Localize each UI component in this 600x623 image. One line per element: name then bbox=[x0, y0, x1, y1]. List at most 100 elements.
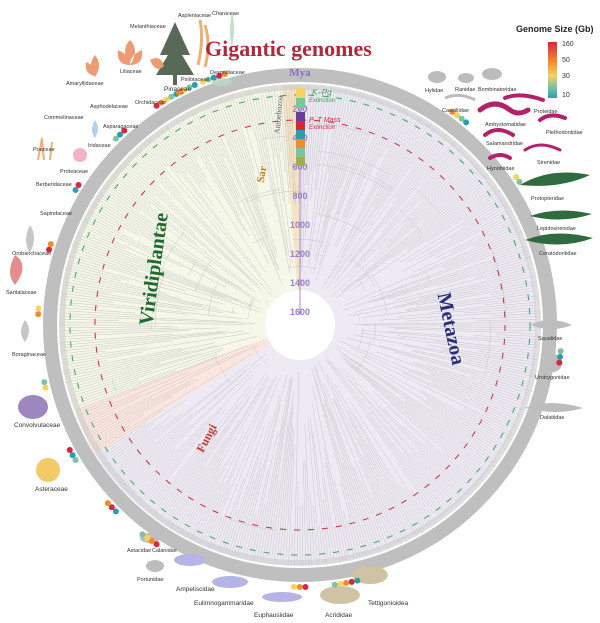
tree-branch bbox=[76, 261, 101, 269]
tree-branch bbox=[474, 335, 539, 340]
ptm-sublabel: Extinction bbox=[309, 125, 336, 131]
tree-branch bbox=[179, 120, 246, 232]
tree-branch bbox=[362, 119, 409, 207]
tree-branch bbox=[262, 135, 288, 140]
tree-branch bbox=[279, 90, 290, 204]
tree-branch bbox=[344, 361, 483, 476]
genome-size-dot bbox=[221, 71, 228, 78]
tree-branch bbox=[66, 326, 173, 329]
tree-branch bbox=[326, 85, 333, 128]
tree-branch bbox=[377, 117, 420, 190]
kpg-label: K–Pg bbox=[312, 88, 332, 97]
kpg-sublabel: Extinction bbox=[309, 98, 336, 104]
tree-branch bbox=[154, 273, 165, 327]
tree-branch bbox=[370, 493, 391, 540]
taxon-label: Protopteridae bbox=[531, 196, 565, 202]
frog-silhouette bbox=[458, 73, 474, 83]
taxon-label: Squalidae bbox=[538, 336, 563, 342]
tree-branch bbox=[343, 102, 391, 219]
taxon-label: Liliaceae bbox=[120, 69, 142, 75]
tree-branch bbox=[324, 461, 344, 561]
tree-branch bbox=[415, 284, 535, 306]
genome-size-dot bbox=[354, 577, 361, 584]
tree-branch bbox=[67, 264, 129, 281]
tree-branch bbox=[251, 92, 276, 207]
legend-colorbar bbox=[548, 42, 557, 98]
tree-branch bbox=[420, 389, 513, 440]
tree-branch bbox=[328, 95, 351, 196]
genome-size-dot bbox=[210, 74, 217, 81]
tree-branch bbox=[87, 216, 227, 288]
animal-silhouettes bbox=[140, 68, 593, 604]
tree-branch bbox=[66, 327, 218, 334]
tree-branch bbox=[237, 188, 280, 203]
taxon-label: Pinaceae bbox=[164, 86, 192, 93]
tree-branch bbox=[228, 420, 271, 553]
taxon-label: Ambystomatidae bbox=[485, 122, 526, 128]
tree-branch bbox=[380, 184, 392, 192]
tree-branch bbox=[410, 452, 453, 502]
tree-branch bbox=[415, 207, 512, 261]
tree-branch bbox=[149, 481, 168, 504]
tree-branch bbox=[443, 451, 479, 484]
tree-branch bbox=[173, 127, 207, 178]
tree-branch bbox=[323, 383, 388, 541]
tree-branch bbox=[73, 251, 262, 313]
tree-branch bbox=[344, 230, 517, 306]
tree-branch bbox=[398, 305, 534, 317]
tree-branch bbox=[384, 141, 456, 225]
tree-branch bbox=[474, 263, 526, 278]
genome-size-dot bbox=[557, 348, 564, 355]
tree-branch bbox=[64, 275, 218, 309]
taxon-label: Iridaceae bbox=[88, 143, 111, 149]
ptm-label: P–T Mass bbox=[309, 117, 341, 124]
tree-branch bbox=[419, 148, 453, 187]
tree-branch bbox=[74, 349, 224, 399]
genome-size-dot bbox=[168, 93, 175, 100]
legend-tick: 30 bbox=[562, 73, 570, 80]
tree-branch bbox=[417, 451, 463, 501]
tree-branch bbox=[190, 482, 220, 539]
tree-branch bbox=[94, 354, 252, 450]
tree-branch bbox=[333, 398, 402, 545]
tree-branch bbox=[84, 379, 194, 435]
tree-branch bbox=[369, 407, 452, 505]
tree-branch bbox=[435, 220, 512, 259]
genome-size-strip bbox=[296, 88, 305, 166]
tree-branch bbox=[119, 427, 185, 486]
tree-branch bbox=[217, 517, 227, 543]
tree-branch bbox=[395, 265, 529, 301]
sar-sector bbox=[282, 85, 300, 325]
tree-branch bbox=[65, 332, 223, 348]
tree-branch bbox=[128, 447, 175, 493]
genome-size-dot bbox=[148, 538, 155, 545]
genome-size-dot bbox=[158, 99, 165, 106]
tree-branch bbox=[349, 379, 461, 503]
tree-branch bbox=[268, 89, 284, 202]
tree-branch bbox=[325, 135, 438, 290]
tree-branch bbox=[392, 186, 491, 258]
tree-branch bbox=[68, 290, 184, 309]
tree-branch bbox=[377, 371, 507, 451]
tree-branch bbox=[112, 184, 167, 226]
tree-branch bbox=[109, 415, 172, 461]
tree-branch bbox=[217, 478, 245, 550]
tree-branch bbox=[62, 332, 251, 363]
tree-branch bbox=[306, 89, 312, 185]
tree-branch bbox=[413, 225, 515, 273]
tree-branch bbox=[168, 465, 206, 521]
tree-branch bbox=[65, 330, 227, 346]
tree-branch bbox=[86, 231, 126, 250]
tree-branch bbox=[403, 425, 470, 491]
tree-branch bbox=[59, 334, 174, 343]
tree-branch bbox=[358, 460, 395, 542]
tree-branch bbox=[61, 295, 114, 303]
tree-branch bbox=[180, 379, 270, 534]
tree-branch bbox=[263, 93, 292, 268]
taxon-label: Orobanchaceae bbox=[12, 251, 52, 257]
tree-branch bbox=[207, 106, 276, 266]
krill-silhouette bbox=[262, 592, 302, 602]
tree-branch bbox=[60, 331, 244, 352]
tree-branch bbox=[62, 330, 190, 337]
tree-branch bbox=[430, 374, 524, 410]
